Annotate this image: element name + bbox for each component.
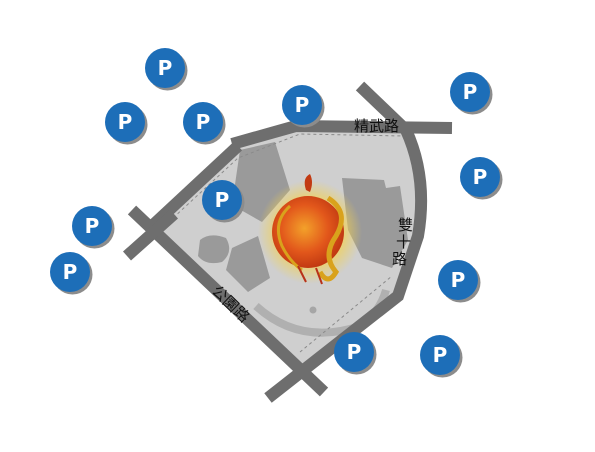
parking-icon: P <box>438 260 481 303</box>
parking-label: P <box>347 340 362 364</box>
parking-icon: P <box>460 157 503 200</box>
marker-dot <box>309 306 317 314</box>
parking-label: P <box>85 214 100 238</box>
parking-icon: P <box>202 180 245 223</box>
road-gongyuan <box>127 205 329 397</box>
block-southwest <box>226 236 270 292</box>
parking-icon: P <box>50 252 93 295</box>
parking-label: P <box>196 110 211 134</box>
parking-label: P <box>473 165 488 189</box>
parking-label: P <box>451 268 466 292</box>
parking-icon: P <box>450 72 493 115</box>
parking-icon: P <box>145 48 188 91</box>
parking-label: P <box>295 93 310 117</box>
road-label-shuangshi-2: 十 <box>396 233 411 251</box>
parking-label: P <box>63 260 78 284</box>
road-crossing-west <box>123 209 178 261</box>
pond <box>198 235 230 264</box>
path-outer <box>159 133 405 231</box>
parking-label: P <box>463 80 478 104</box>
road-shuangshi <box>264 81 428 403</box>
parking-icon: P <box>282 85 325 128</box>
parking-label: P <box>215 188 230 212</box>
parking-icon: P <box>72 206 115 249</box>
parking-icon: P <box>334 332 377 375</box>
parking-label: P <box>118 110 133 134</box>
parking-icon: P <box>105 102 148 145</box>
parking-icon: P <box>183 102 226 145</box>
path-southeast <box>299 275 393 353</box>
road-label-shuangshi-3: 路 <box>392 250 407 268</box>
landmark-dragon-icon <box>258 174 362 285</box>
block-small <box>244 185 260 201</box>
parking-label: P <box>158 56 173 80</box>
parking-icon: P <box>420 335 463 378</box>
roads <box>123 81 453 403</box>
road-jingwu <box>230 119 453 150</box>
parking-label: P <box>433 343 448 367</box>
road-label-shuangshi-1: 雙 <box>398 216 413 234</box>
road-label-jingwu: 精武路 <box>354 117 399 135</box>
road-northwest <box>147 141 243 231</box>
